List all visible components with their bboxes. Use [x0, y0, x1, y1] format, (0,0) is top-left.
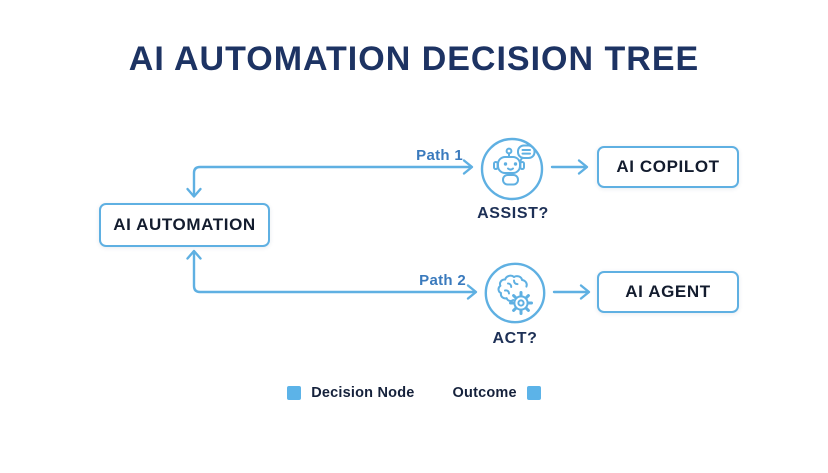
path1-label: Path 1: [416, 147, 463, 164]
decision-label-act: ACT?: [492, 330, 538, 347]
node-ai-agent: AI AGENT: [597, 271, 739, 313]
node-ai-automation: AI AUTOMATION: [99, 203, 270, 247]
decision-node-swatch: [287, 386, 302, 400]
connector-root-path2: [186, 249, 478, 300]
legend-decision-label: Decision Node: [311, 385, 415, 401]
node-ai-agent-label: AI AGENT: [625, 282, 711, 301]
node-ai-copilot-label: AI COPILOT: [616, 157, 720, 176]
legend-outcome-label: Outcome: [452, 385, 517, 401]
robot-chat-icon: [480, 137, 544, 201]
connector-act-agent: [552, 284, 591, 300]
path2-label: Path 2: [419, 272, 466, 289]
connector-root-path1: [186, 159, 474, 198]
node-ai-copilot: AI COPILOT: [597, 146, 739, 188]
connector-assist-copilot: [550, 159, 589, 175]
outcome-swatch: [526, 386, 541, 400]
node-ai-automation-label: AI AUTOMATION: [113, 215, 256, 234]
legend: Decision Node Outcome: [0, 385, 828, 401]
decision-label-assist: ASSIST?: [477, 205, 549, 222]
brain-gear-icon: [484, 262, 546, 324]
page-title: AI AUTOMATION DECISION TREE: [128, 40, 700, 78]
